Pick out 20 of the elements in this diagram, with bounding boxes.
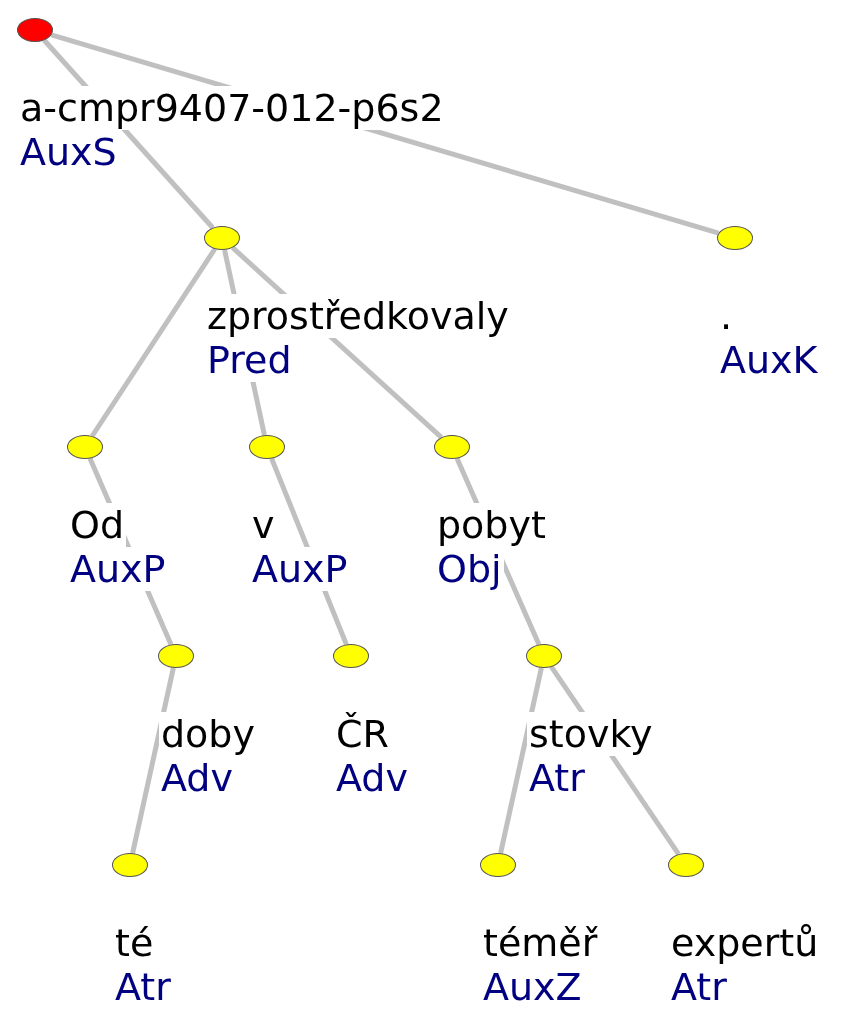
tree-node-circle: [333, 644, 369, 668]
tree-node-circle: [526, 644, 562, 668]
tree-edge-line: [498, 667, 544, 854]
word-form-label: doby: [159, 712, 257, 756]
tree-edge-line: [90, 247, 217, 438]
tree-node-circle: [717, 226, 753, 250]
tree-node-circle: [67, 435, 103, 459]
tree-edge-line: [130, 667, 176, 854]
tree-node-circle: [204, 226, 240, 250]
tree-node-circle: [158, 644, 194, 668]
tree-node-circle: [249, 435, 285, 459]
function-tag-label: AuxP: [68, 547, 168, 591]
tree-node-circle: [434, 435, 470, 459]
tree-node-circle: [668, 853, 704, 877]
tree-node-circle: [112, 853, 148, 877]
tree-node-circle: [480, 853, 516, 877]
word-form-label: zprostředkovaly: [205, 294, 511, 338]
function-tag-label: AuxP: [250, 547, 350, 591]
word-form-label: stovky: [527, 712, 655, 756]
root-node-circle: [17, 18, 53, 42]
